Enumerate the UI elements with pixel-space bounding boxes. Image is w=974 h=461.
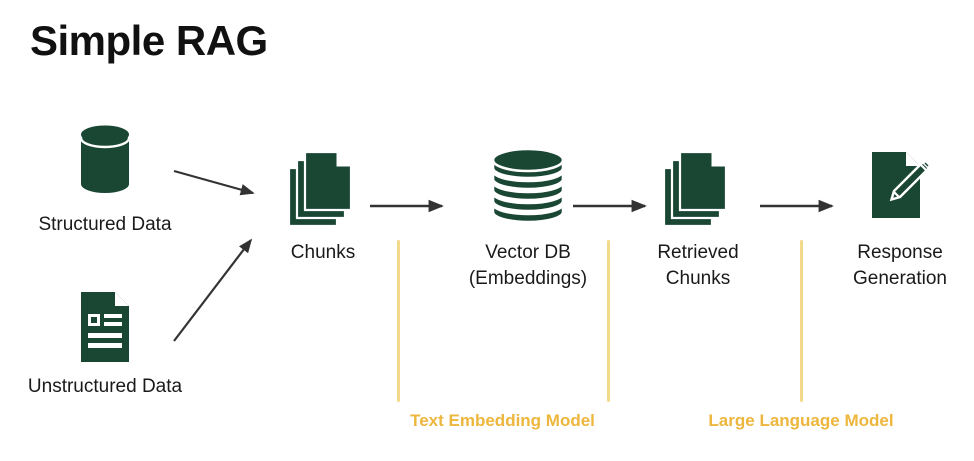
node-label-line1: Vector DB (485, 242, 571, 263)
stage-caption-text-embedding-model: Text Embedding Model (410, 411, 595, 430)
node-label-line1: Response (857, 242, 943, 263)
node-label-line1: Unstructured Data (27, 376, 183, 397)
page-title: Simple RAG (30, 17, 268, 64)
node-chunks: Chunks (258, 146, 388, 266)
node-label-line2: Chunks (665, 267, 731, 289)
node-response-generation: Response Generation (830, 146, 970, 291)
disc-stack-icon (485, 144, 571, 230)
node-vector-db: Vector DB (Embeddings) (438, 144, 618, 291)
stage-divider-left (397, 240, 400, 402)
node-label-structured-data: Structured Data (25, 212, 185, 238)
document-stack-icon (662, 146, 734, 230)
node-label-response-generation: Response Generation (830, 240, 970, 291)
node-retrieved-chunks: Retrieved Chunks (633, 146, 763, 291)
document-text-icon (75, 290, 135, 364)
node-label-line1: Structured Data (38, 214, 172, 235)
node-unstructured-data: Unstructured Data (25, 290, 185, 400)
node-label-unstructured-data: Unstructured Data (25, 374, 185, 400)
node-label-line2: Generation (852, 267, 947, 289)
node-label-line2: (Embeddings) (468, 267, 588, 289)
document-stack-icon (287, 146, 359, 230)
stage-divider-middle (607, 240, 610, 402)
document-pencil-icon (864, 146, 936, 230)
node-structured-data: Structured Data (25, 122, 185, 238)
stage-caption-large-language-model: Large Language Model (708, 411, 894, 430)
node-label-line1: Chunks (290, 242, 356, 263)
node-label-retrieved-chunks: Retrieved Chunks (633, 240, 763, 291)
node-label-line1: Retrieved (657, 242, 739, 263)
node-label-vector-db: Vector DB (Embeddings) (438, 240, 618, 291)
database-cylinder-icon (73, 122, 137, 202)
stage-divider-right (800, 240, 803, 402)
node-label-chunks: Chunks (258, 240, 388, 266)
